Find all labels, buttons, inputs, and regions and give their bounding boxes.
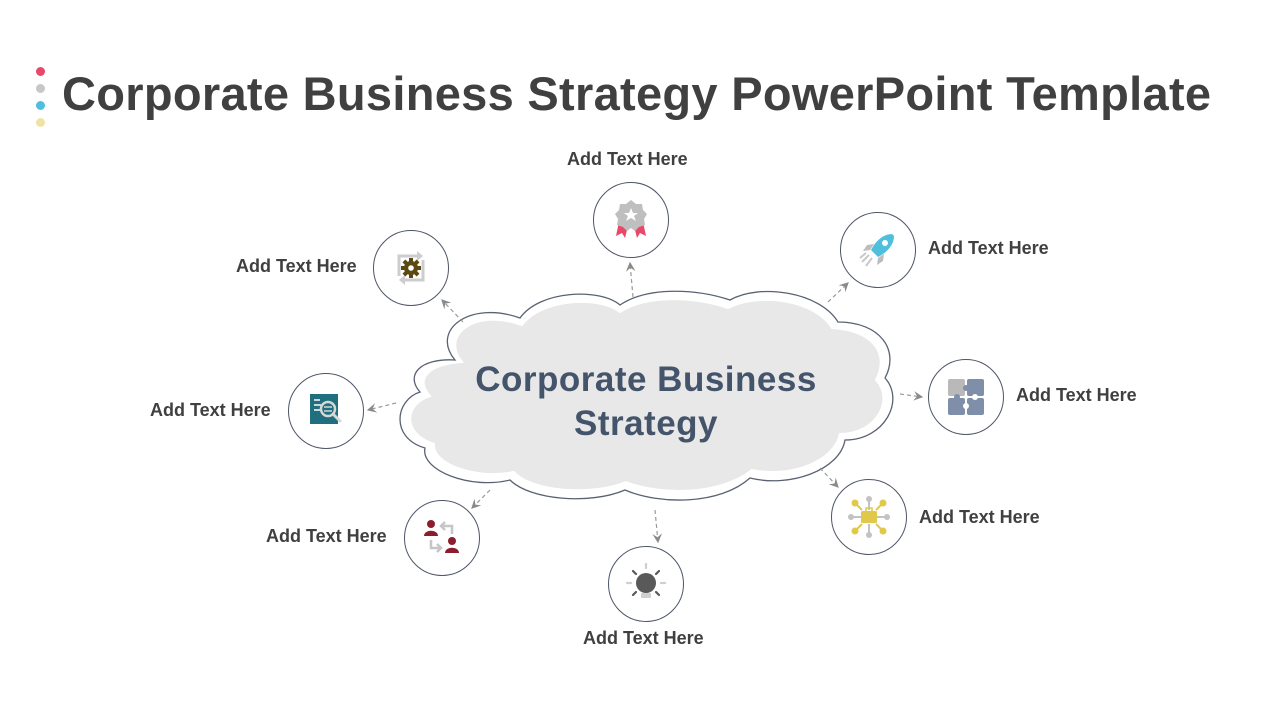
document-search-icon (310, 394, 342, 424)
center-title-line2: Strategy (573, 404, 719, 443)
node-search-label: Add Text Here (150, 400, 271, 420)
node-network-label: Add Text Here (919, 507, 1040, 527)
puzzle-icon (948, 379, 984, 415)
node-award-label: Add Text Here (567, 149, 688, 169)
node-bulb[interactable] (608, 546, 684, 622)
bullet-dot-gray (36, 84, 45, 93)
node-bulb-label: Add Text Here (583, 628, 704, 648)
center-title-line1: Corporate Business (475, 360, 817, 399)
gear-cycle-icon (397, 251, 425, 285)
node-search[interactable] (288, 373, 364, 449)
user-exchange-icon (424, 520, 459, 553)
node-exchange-label: Add Text Here (266, 526, 387, 546)
rocket-icon (859, 234, 894, 267)
node-gear-label: Add Text Here (236, 256, 357, 276)
node-exchange[interactable] (404, 500, 480, 576)
bullet-dot-red (36, 67, 45, 76)
node-gear[interactable] (373, 230, 449, 306)
node-award[interactable] (593, 182, 669, 258)
bullet-dot-yellow (36, 118, 45, 127)
award-ribbon-icon (615, 200, 647, 238)
lightbulb-icon (625, 562, 667, 598)
node-puzzle[interactable] (928, 359, 1004, 435)
title-bullet-dots (36, 67, 48, 135)
bullet-dot-blue (36, 101, 45, 110)
slide-title: Corporate Business Strategy PowerPoint T… (62, 67, 1212, 120)
center-title: Corporate Business Strategy (440, 358, 852, 446)
node-network[interactable] (831, 479, 907, 555)
node-rocket[interactable] (840, 212, 916, 288)
center-cloud (399, 290, 894, 501)
node-puzzle-label: Add Text Here (1016, 385, 1137, 405)
briefcase-network-icon (848, 496, 890, 538)
node-rocket-label: Add Text Here (928, 238, 1049, 258)
